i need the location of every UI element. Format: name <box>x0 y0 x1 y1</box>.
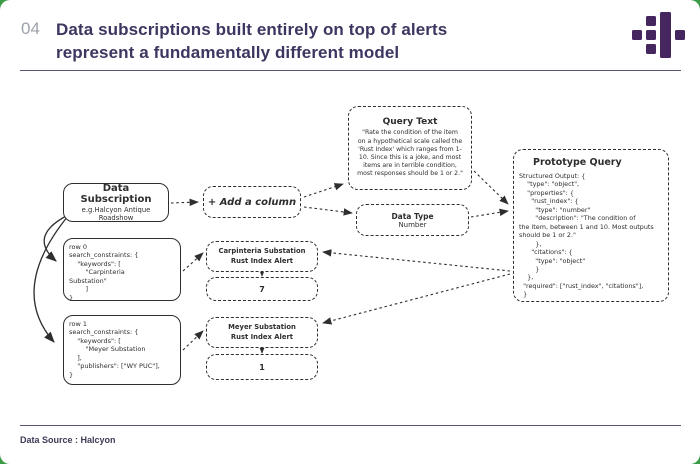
arrow-prototype-to-carpinteria-alert <box>322 249 511 272</box>
row0-code: row 0 search_constraints: { "keywords": … <box>69 243 139 302</box>
meyer-alert-value: 1 <box>259 362 265 372</box>
query-text-node: Query Text "Rate the condition of the it… <box>348 106 472 190</box>
carpinteria-alert-value: 7 <box>259 284 265 294</box>
data-type-title: Data Type <box>391 211 434 221</box>
prototype-query-title: Prototype Query <box>533 157 622 168</box>
data-subscription-subtitle: e.g.Halcyon Antique Roadshow <box>81 206 151 222</box>
row0-node: row 0 search_constraints: { "keywords": … <box>63 238 181 302</box>
halcyon-logo-icon <box>632 12 686 58</box>
logo-square <box>646 44 656 54</box>
carpinteria-alert-value-node: 7 <box>206 277 318 301</box>
arrow-data-type-to-prototype <box>470 208 509 218</box>
logo-square <box>646 30 656 40</box>
logo-square <box>646 16 656 26</box>
row1-node: row 1 search_constraints: { "keywords": … <box>63 315 181 385</box>
logo-square <box>675 30 685 40</box>
slide-title: Data subscriptions built entirely on top… <box>56 20 448 63</box>
arrow-query-text-to-prototype <box>473 170 509 205</box>
data-source-label: Data Source : Halcyon <box>20 435 116 445</box>
data-type-value: Number <box>398 220 427 229</box>
carpinteria-alert-label: Carpinteria Substation Rust Index Alert <box>218 247 306 265</box>
add-column-button-node: + Add a column <box>203 186 301 218</box>
meyer-alert-node: Meyer Substation Rust Index Alert <box>206 317 318 348</box>
header-divider <box>20 70 681 71</box>
logo-bar <box>660 12 671 58</box>
row1-code: row 1 search_constraints: { "keywords": … <box>69 320 160 379</box>
footer-divider <box>20 425 681 426</box>
carpinteria-alert-node: Carpinteria Substation Rust Index Alert <box>206 241 318 272</box>
query-text-body: "Rate the condition of the item on a hyp… <box>357 129 463 178</box>
prototype-query-node: Prototype Query Structured Output: { "ty… <box>513 149 669 302</box>
arrow-row0-to-carpinteria-alert <box>182 252 204 272</box>
slide-number: 04 <box>21 19 40 38</box>
query-text-title: Query Text <box>382 117 438 128</box>
data-subscription-title: Data Subscription <box>80 183 152 205</box>
data-type-node: Data Type Number <box>356 204 469 236</box>
logo-square <box>632 30 642 40</box>
arrow-add-column-to-query-text <box>303 183 344 198</box>
meyer-alert-label: Meyer Substation Rust Index Alert <box>228 323 296 341</box>
prototype-query-code: Structured Output: { "type": "object", "… <box>519 172 654 299</box>
add-column-label: + Add a column <box>207 196 297 208</box>
arrow-row1-to-meyer-alert <box>182 330 204 351</box>
arrow-prototype-to-meyer-alert <box>322 273 511 325</box>
meyer-alert-value-node: 1 <box>206 354 318 380</box>
data-subscription-node: Data Subscription e.g.Halcyon Antique Ro… <box>63 183 169 222</box>
arrow-add-column-to-data-type <box>303 206 353 216</box>
arrow-subscription-to-add-column <box>170 198 199 207</box>
